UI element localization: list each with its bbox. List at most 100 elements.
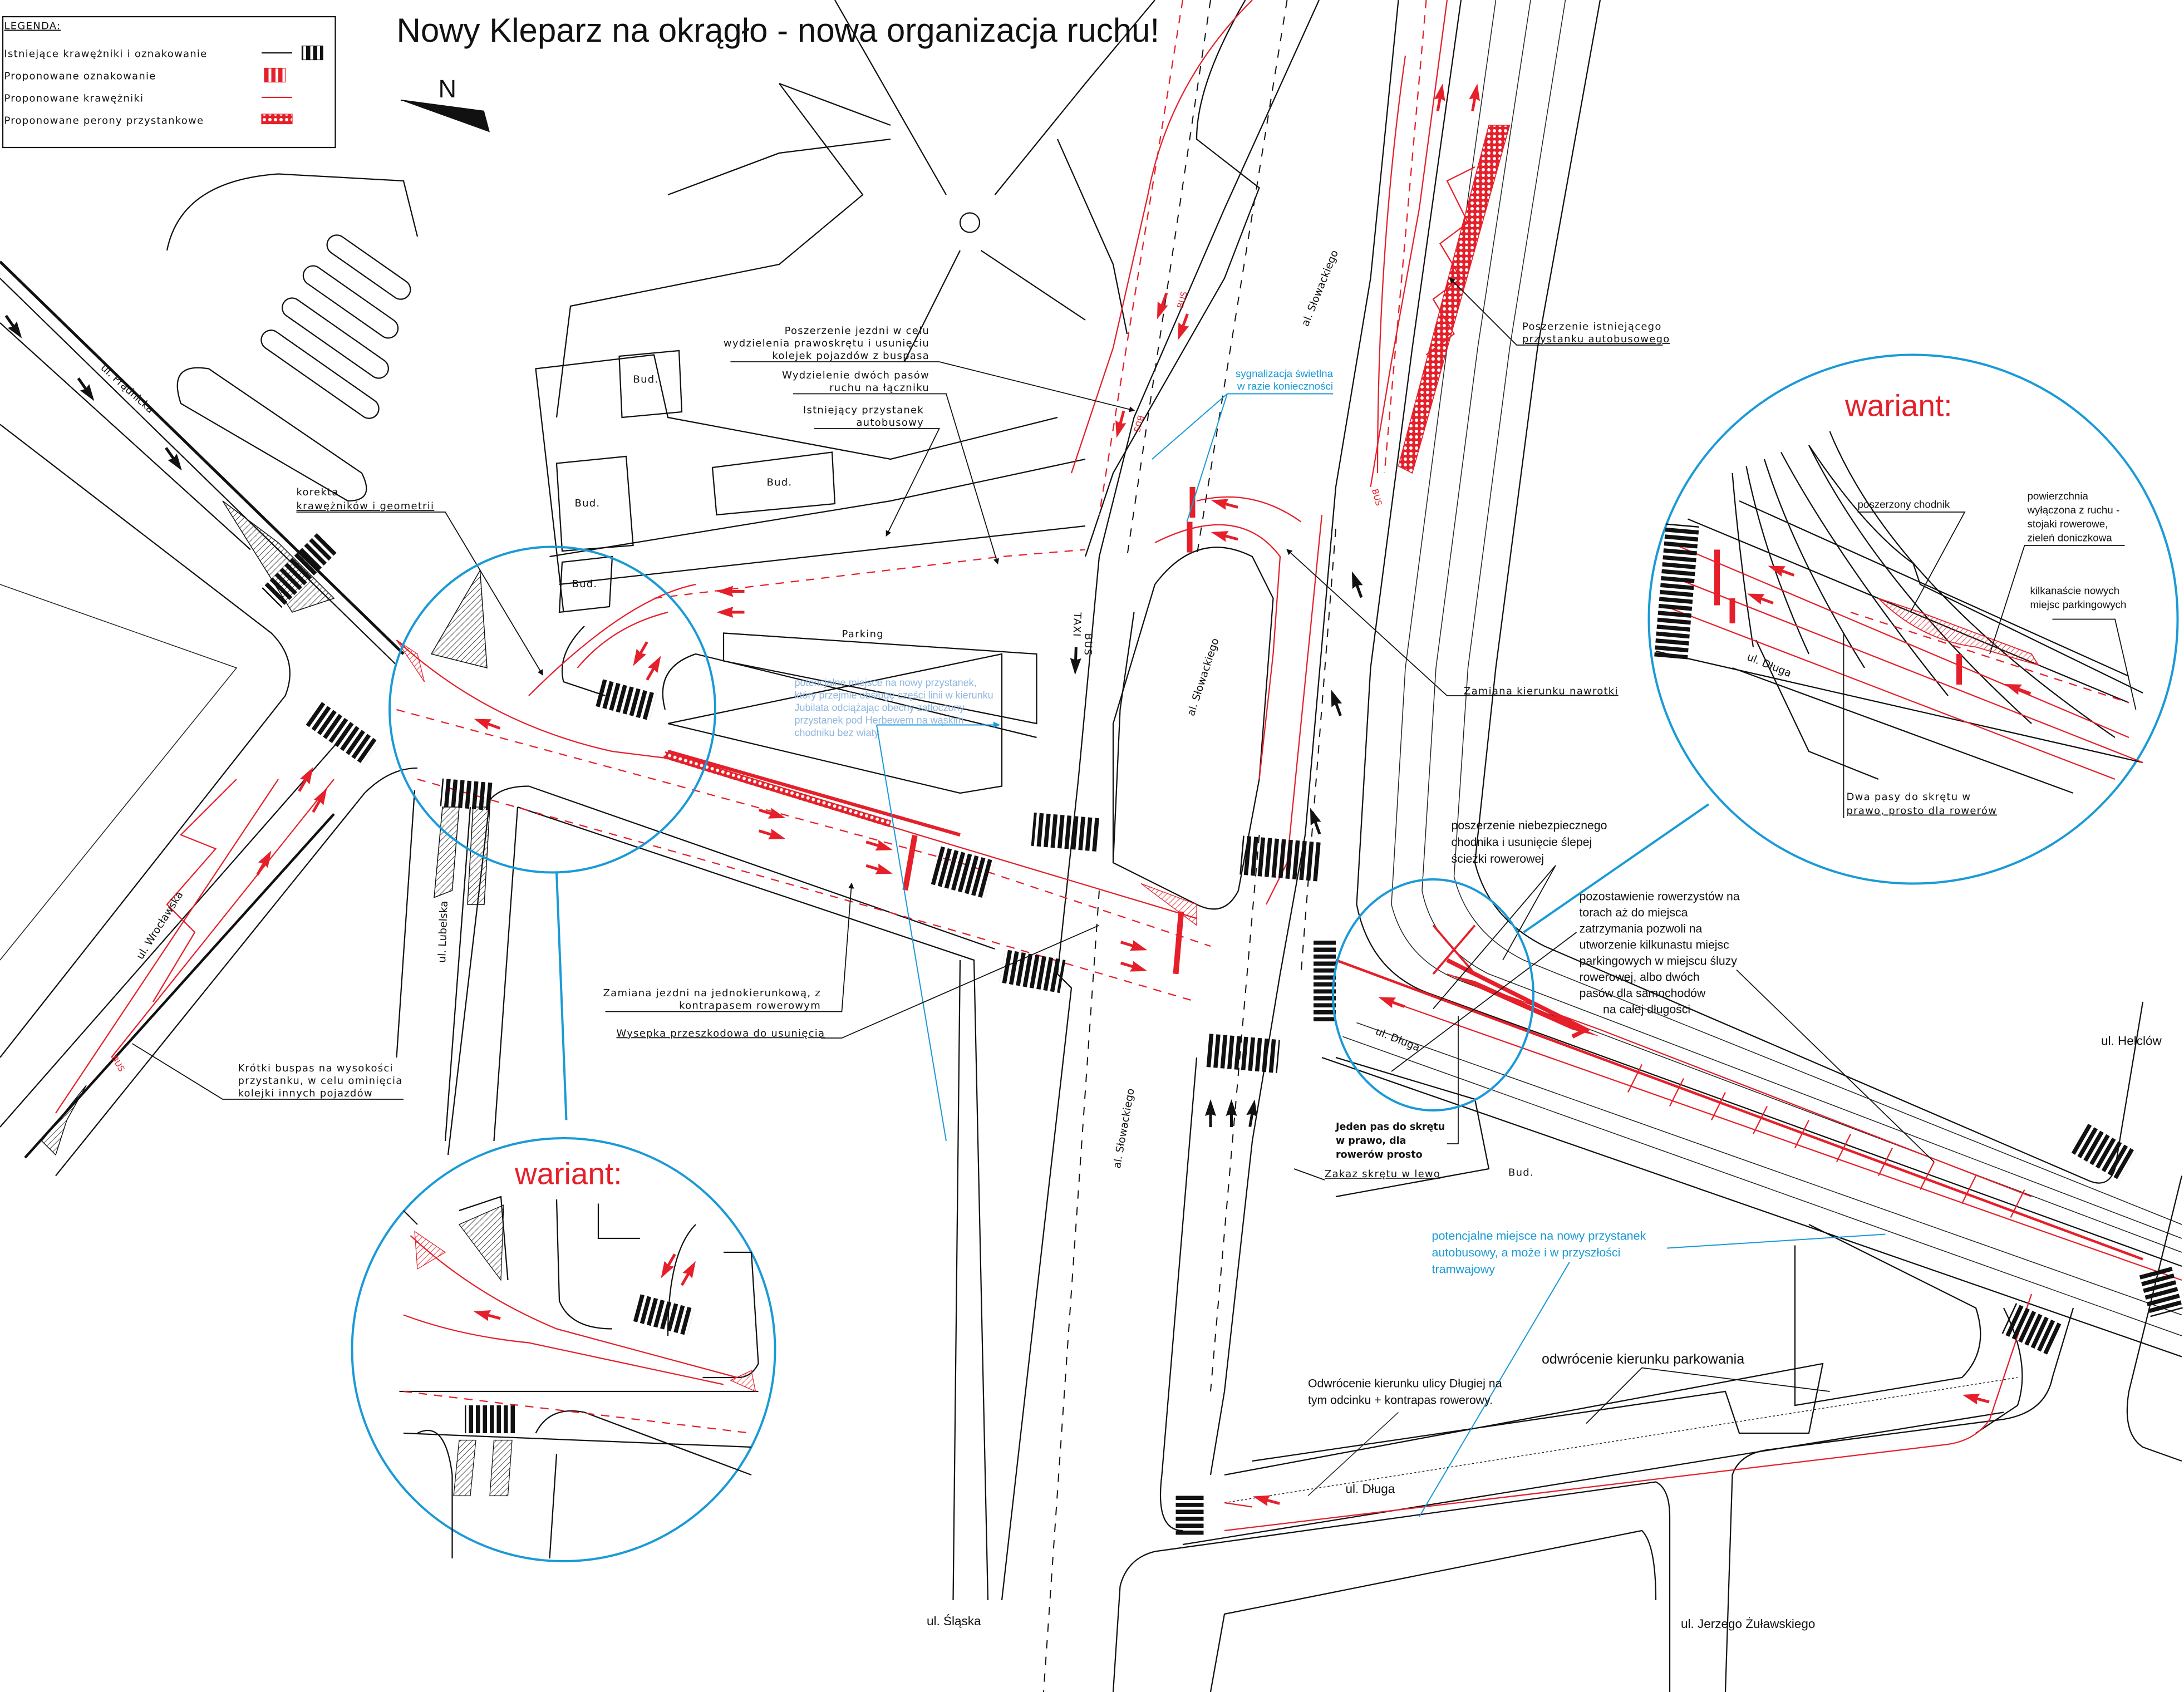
building-labels: Bud. Bud. Bud. Bud. Bud. Parking: [572, 374, 1534, 1179]
proposed-platform-dlugiej: [663, 751, 892, 828]
variant-right-label-line: kilkanaście nowych: [2030, 585, 2120, 597]
legend-red-crosswalk-icon: [264, 67, 286, 83]
legend-item-label: Proponowane oznakowanie: [4, 71, 156, 82]
annotation-korekta: korekta krawężników i geometrii: [297, 486, 543, 676]
annotations: korekta krawężników i geometrii Poszerze…: [132, 277, 1935, 1517]
legend-heading: LEGENDA:: [4, 21, 61, 32]
annotation-line: przystanek pod Herbewem na wąskim: [795, 715, 964, 726]
annotation-line: rowerów prosto: [1336, 1149, 1423, 1160]
building-label: Bud.: [1508, 1167, 1534, 1179]
callouts: wariant: wariant:: [351, 353, 2179, 1562]
annotation-line: przystanku autobusowego: [1522, 333, 1670, 345]
street-label-pradnicka: ul. Prądnicka: [99, 362, 156, 416]
callout-circle-east: [1332, 878, 1535, 1111]
parking-label: Parking: [842, 628, 884, 640]
variant-right: wariant: ul. Długa poszerzony chodnik po…: [1647, 353, 2179, 885]
annotation-line: kolejek pojazdów z buspasa: [772, 350, 929, 362]
annotation-line: parkingowych w miejscu śluzy: [1580, 955, 1738, 968]
legend-black-crosswalk-icon: [301, 45, 323, 61]
annotation-line: chodniku bez wiaty: [795, 727, 879, 739]
hatched-islands: [41, 500, 490, 1156]
variant-left-title: wariant:: [514, 1157, 622, 1191]
annotation-zamiana-nawrotki: Zamiana kierunku nawrotki: [1286, 549, 1617, 697]
annotation-line: sygnalizacja świetlna: [1236, 368, 1334, 380]
legend-platform-icon: [261, 114, 293, 125]
annotation-line: pasów dla samochodów: [1580, 987, 1706, 1000]
variant-right-circle: [1647, 353, 2179, 885]
annotation-line: w razie konieczności: [1237, 380, 1333, 392]
annotation-line: autobusowy: [856, 417, 924, 429]
existing-markings: TAXI BUS: [1, 312, 1367, 1128]
legend-item-label: Proponowane krawężniki: [4, 93, 144, 105]
annotation-line: Odwrócenie kierunku ulicy Długiej na: [1308, 1377, 1502, 1390]
proposed-elements: BUS BUS BUS BUS: [55, 0, 2182, 1532]
annotation-line: tym odcinku + kontrapas rowerowy.: [1308, 1394, 1493, 1407]
annotation-line: Wydzielenie dwóch pasów: [782, 370, 929, 381]
bus-marking: BUS: [1175, 291, 1189, 309]
variant-left: wariant:: [351, 1137, 776, 1562]
annotation-line: który przejmie obsługę części linii w ki…: [795, 690, 993, 701]
crosswalks: [262, 533, 2183, 1538]
street-label-slowackiego-mid: al. Słowackiego: [1186, 637, 1222, 717]
annotation-line: tramwajowy: [1432, 1263, 1496, 1276]
annotation-line: Jeden pas do skrętu: [1335, 1122, 1445, 1133]
variant-right-label-line: powierzchnia: [2028, 490, 2089, 502]
annotation-line: Poszerzenie istniejącego: [1522, 321, 1662, 333]
annotation-odwrocenie-parkowania: odwrócenie kierunku parkowania: [1542, 1351, 1830, 1424]
annotation-poszerzenie-chodnika: poszerzenie niebezpiecznego chodnika i u…: [1433, 819, 1607, 1010]
taxi-marking: TAXI: [1070, 612, 1083, 637]
variant-right-label-line: miejsc parkingowych: [2030, 599, 2127, 611]
annotation-krotki-buspas: Krótki buspas na wysokości przystanku, w…: [132, 1043, 404, 1100]
annotation-sygnalizacja: sygnalizacja świetlna w razie koniecznoś…: [1152, 368, 1334, 522]
variant-right-label-line: Dwa pasy do skrętu w: [1847, 791, 1971, 803]
page-title: Nowy Kleparz na okrągło - nowa organizac…: [397, 12, 1160, 49]
callout-circle-west: [388, 545, 717, 874]
variant-right-label-poszerzony: poszerzony chodnik: [1858, 499, 1950, 510]
street-label-dluga-east: ul. Długa: [1374, 1026, 1421, 1054]
variant-right-label-line: zieleń doniczkowa: [2028, 532, 2113, 544]
annotation-line: Wysepka przeszkodowa do usunięcia: [617, 1028, 825, 1040]
bus-marking: BUS: [1370, 488, 1384, 506]
annotation-line: potencjalne miejsce na nowy przystanek,: [795, 677, 977, 688]
street-labels: ul. Prądnicka ul. Wrocławska ul. Lubelsk…: [99, 249, 2162, 1631]
annotation-line: autobusowy, a może i w przyszłości: [1432, 1246, 1621, 1260]
annotation-line: odwrócenie kierunku parkowania: [1542, 1351, 1744, 1367]
annotation-line: Zamiana jezdni na jednokierunkową, z: [603, 987, 821, 999]
annotation-pozostawienie: pozostawienie rowerzystów na torach aż d…: [1391, 890, 1935, 1163]
annotation-poszerzenie-przystanku: Poszerzenie istniejącego przystanku auto…: [1449, 277, 1670, 346]
legend-item-label: Proponowane perony przystankowe: [4, 115, 204, 127]
building-label: Bud.: [767, 477, 793, 489]
annotation-wysepka: Wysepka przeszkodowa do usunięcia: [617, 924, 1100, 1040]
annotation-line: Jubilata odciążając obecny zatłoczony: [795, 702, 965, 714]
annotation-line: kolejki innych pojazdów: [238, 1088, 373, 1099]
bus-marking: BUS: [1082, 633, 1094, 656]
annotation-line: kontrapasem rowerowym: [679, 1000, 821, 1012]
annotation-line: zatrzymania pozwoli na: [1580, 922, 1703, 936]
annotation-line: Krótki buspas na wysokości: [238, 1063, 393, 1074]
building-label: Bud.: [575, 498, 601, 509]
annotation-line: krawężników i geometrii: [297, 500, 435, 512]
annotation-line: wydzielenia prawoskrętu i usunięciu: [724, 338, 929, 350]
annotation-potencjalne-jubilat: potencjalne miejsce na nowy przystanek, …: [795, 677, 1001, 1142]
variant-right-label-line: prawo, prosto dla rowerów: [1847, 805, 1998, 817]
annotation-line: Zakaz skrętu w lewo: [1325, 1168, 1440, 1180]
annotation-line: torach aż do miejsca: [1580, 906, 1688, 919]
street-label-slowackiego-south: al. Słowackiego: [1111, 1088, 1137, 1169]
variant-right-label-line: wyłączona z ruchu -: [2027, 504, 2120, 516]
street-label-zulawskiego: ul. Jerzego Żuławskiego: [1681, 1617, 1815, 1631]
annotation-wydzielenie: Wydzielenie dwóch pasów ruchu na łącznik…: [782, 370, 999, 565]
variant-left-circle: [351, 1137, 776, 1562]
annotation-zamiana-jezdni: Zamiana jezdni na jednokierunkową, z kon…: [603, 882, 854, 1012]
legend-item-label: Istniejące krawężniki i oznakowanie: [4, 48, 208, 60]
building-label: Bud.: [572, 578, 598, 590]
parking-bays: [176, 234, 411, 502]
annotation-line: przystanku, w celu ominięcia: [238, 1075, 403, 1087]
annotation-line: korekta: [297, 486, 339, 498]
annotation-poszerzenie-jezdni: Poszerzenie jezdni w celu wydzielenia pr…: [724, 325, 1135, 412]
street-label-helclow: ul. Helclów: [2101, 1034, 2162, 1048]
annotation-line: chodnika i usunięcie ślepej: [1452, 835, 1592, 849]
north-arrow-icon: [401, 100, 490, 132]
annotation-potencjalne-tram: potencjalne miejsce na nowy przystanek a…: [1419, 1229, 1886, 1517]
annotation-line: pozostawienie rowerzystów na: [1580, 890, 1740, 903]
annotation-line: poszerzenie niebezpiecznego: [1452, 819, 1607, 832]
